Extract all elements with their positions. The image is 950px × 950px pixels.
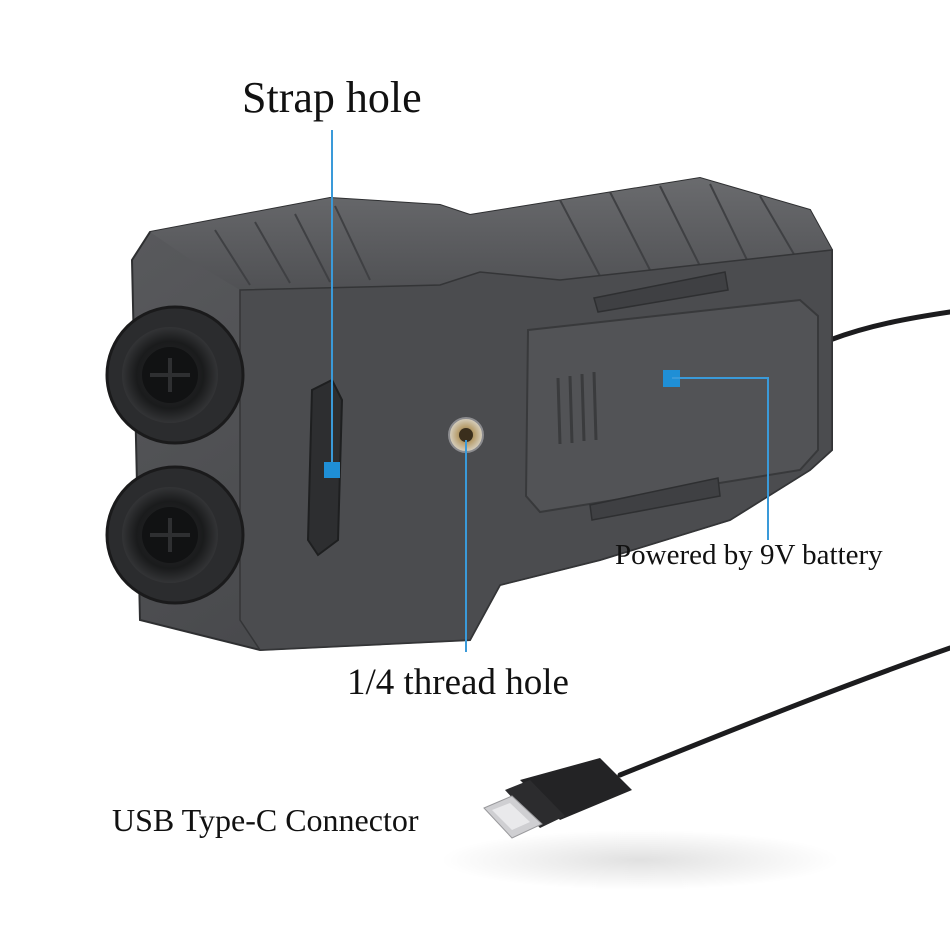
floor-shadow <box>440 830 840 890</box>
usb-connector-label: USB Type-C Connector <box>112 802 419 838</box>
thread-hole-label: 1/4 thread hole <box>347 662 569 703</box>
xlr-input-top <box>105 305 245 445</box>
battery-label: Powered by 9V battery <box>615 539 883 571</box>
cable-lower <box>617 645 950 778</box>
xlr-input-bottom <box>105 465 245 605</box>
cable-upper <box>827 309 950 343</box>
leader-strap <box>324 130 340 478</box>
leader-battery <box>663 370 769 540</box>
strap-hole-label: Strap hole <box>242 73 422 122</box>
battery-door <box>524 271 819 521</box>
usb-c-plug <box>483 758 632 839</box>
